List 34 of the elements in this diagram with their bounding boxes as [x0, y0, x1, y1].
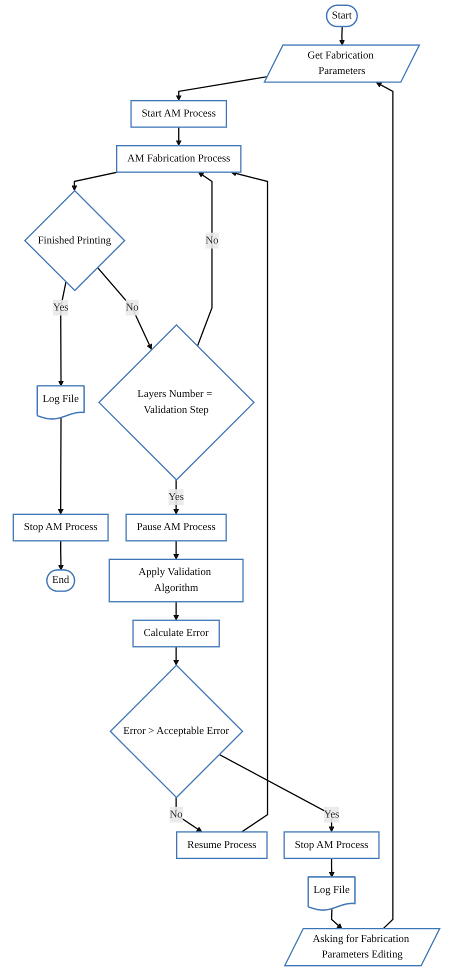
arrow [58, 282, 67, 386]
arrow [339, 26, 345, 46]
node-box: Stop AM Process [284, 831, 380, 860]
node-box: Stop AM Process [12, 514, 109, 542]
node-box: Resume Process [176, 831, 268, 860]
node-diamond: Error > Acceptable Error [109, 664, 244, 798]
node-box: Pause AM Process [125, 514, 227, 542]
node-box: Calculate Error [132, 620, 220, 648]
edge-label: Yes [168, 491, 184, 502]
node-box: Start AM Process [130, 100, 228, 128]
arrow [58, 540, 64, 571]
edge-label: Yes [52, 302, 68, 314]
node-box: AM Fabrication Process [116, 145, 242, 173]
edge-label: Yes [324, 808, 340, 820]
arrow [173, 540, 180, 560]
node-diamond: Layers Number = Validation Step [98, 324, 255, 481]
arrow [173, 602, 180, 621]
arrow [230, 170, 268, 832]
arrow [196, 172, 213, 346]
edge-label: No [170, 808, 183, 820]
node-box: Apply Validation Algorithm [108, 558, 244, 602]
edge-label: No [205, 234, 218, 246]
arrow [58, 418, 64, 515]
edge-label: No [126, 302, 139, 314]
arrow [173, 646, 180, 666]
arrow [218, 754, 334, 832]
node-diamond: Finished Printing [24, 190, 126, 292]
arrow [328, 858, 335, 878]
arrow [96, 267, 152, 350]
arrow [330, 909, 342, 930]
arrow [376, 82, 394, 930]
arrow [176, 127, 182, 146]
arrow [72, 172, 118, 191]
arrow [176, 76, 268, 101]
